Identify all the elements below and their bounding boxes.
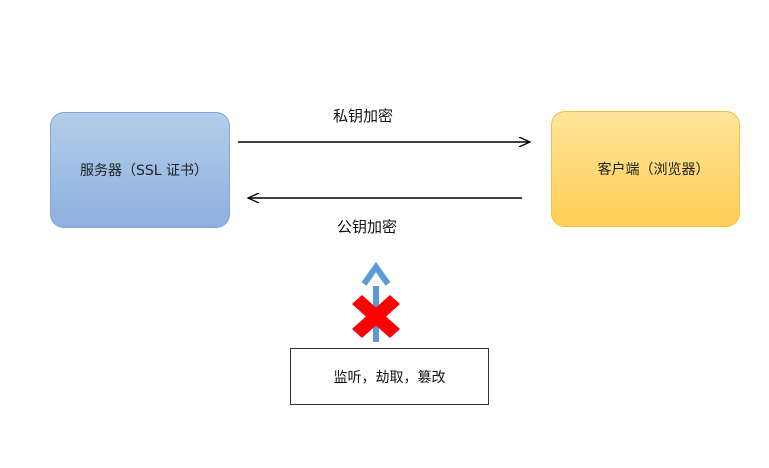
private-key-label: 私钥加密 — [333, 107, 394, 125]
client-label: 客户端（浏览器） — [597, 162, 710, 178]
client-node: 客户端（浏览器） — [551, 111, 740, 227]
attack-box: 监听，劫取，篡改 — [290, 348, 489, 405]
cross-mark-icon — [352, 295, 400, 338]
attack-label: 监听，劫取，篡改 — [333, 369, 446, 386]
public-key-label: 公钥加密 — [337, 218, 398, 236]
server-label: 服务器（SSL 证书） — [79, 163, 209, 179]
server-node: 服务器（SSL 证书） — [50, 112, 230, 228]
